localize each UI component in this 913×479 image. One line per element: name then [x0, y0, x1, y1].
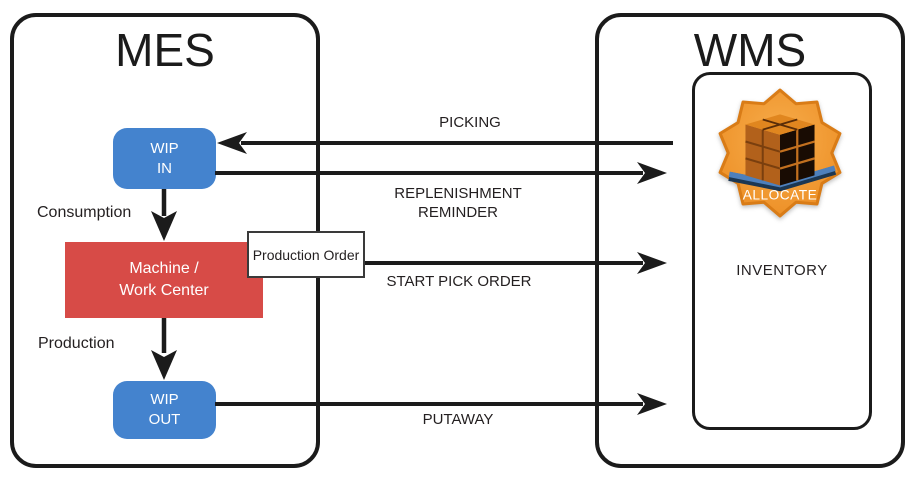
wms-panel: WMS	[595, 13, 905, 468]
production-order-label: Production Order	[252, 246, 360, 263]
inventory-label: INVENTORY	[736, 262, 828, 279]
wip-out-node: WIP OUT	[113, 381, 216, 439]
wip-in-node: WIP IN	[113, 128, 216, 189]
inventory-box	[692, 72, 872, 430]
wms-title: WMS	[693, 24, 807, 76]
wip-in-label-line1: WIP	[150, 139, 179, 157]
start-pick-order-flow-label: START PICK ORDER	[386, 273, 532, 290]
consumption-label: Consumption	[37, 204, 132, 221]
machine-work-center-node: Machine / Work Center	[65, 242, 263, 318]
machine-label-line2: Work Center	[119, 282, 209, 299]
replenishment-flow-label: REPLENISHMENT REMINDER	[394, 185, 522, 221]
wip-in-label-line2: IN	[157, 159, 172, 177]
production-order-box: Production Order	[247, 231, 365, 278]
allocate-badge-icon: ALLOCATE	[718, 88, 842, 218]
picking-flow-label: PICKING	[439, 114, 501, 131]
machine-label-line1: Machine /	[129, 260, 199, 277]
allocate-label: ALLOCATE	[743, 188, 818, 203]
putaway-flow-label: PUTAWAY	[422, 411, 494, 428]
mes-title: MES	[115, 24, 215, 76]
wip-out-label-line2: OUT	[148, 411, 181, 428]
wip-out-label-line1: WIP	[150, 391, 179, 408]
boxes-stack-icon	[745, 114, 815, 186]
production-label: Production	[38, 335, 115, 352]
